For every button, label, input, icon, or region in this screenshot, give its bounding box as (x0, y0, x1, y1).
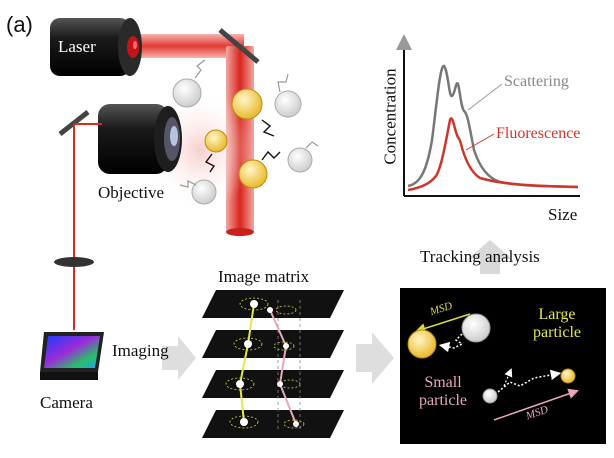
frame-sub-t0: 0 (324, 301, 330, 312)
objective-lens (98, 104, 182, 174)
size-distribution-chart (396, 34, 580, 197)
imaging-arrow (162, 336, 196, 380)
image-matrix (202, 290, 344, 438)
mirror-top (218, 28, 260, 64)
tube-lens (54, 257, 94, 267)
sample-particles (172, 59, 319, 205)
laser-label: Laser (58, 37, 96, 56)
chart-x-label: Size (548, 205, 578, 224)
track-large-particle (238, 303, 255, 423)
image-matrix-label: Image matrix (218, 267, 310, 286)
frame-label-t2: t2 (312, 373, 322, 392)
frame-label-t3: t3 (308, 413, 318, 432)
msd-arrow-large (414, 313, 471, 334)
legend-leader-fluorescence (465, 133, 495, 151)
analysis-arrow (356, 332, 394, 384)
large-particle-label: Large particle (533, 306, 581, 342)
frame-label-t1: t1 (316, 333, 326, 352)
frame-sub-t3: 3 (312, 421, 318, 432)
panel-label: (a) (6, 12, 33, 37)
objective-label: Objective (98, 183, 165, 202)
camera-label: Camera (40, 393, 93, 412)
msd-panel (400, 288, 606, 444)
series-fluorescence-line (407, 117, 579, 192)
tracking-arrow (468, 240, 512, 274)
beam-end (226, 228, 254, 236)
frame-sub-t2: 2 (316, 381, 322, 392)
legend-fluorescence: Fluorescence (496, 125, 581, 142)
chart-y-label: Concentration (380, 68, 400, 165)
msd-arrow-small (493, 388, 579, 421)
small-particle-label: Small particle (419, 374, 467, 410)
camera-sensor (40, 332, 104, 380)
track-small-particle (269, 309, 297, 425)
legend-leader-scattering (467, 83, 503, 111)
tracking-analysis-label: Tracking analysis (420, 247, 540, 266)
imaging-label: Imaging (112, 341, 169, 360)
series-scattering-line (407, 64, 579, 189)
laser-source (50, 18, 142, 76)
legend-scattering: Scattering (504, 73, 569, 90)
frame-label-t0: t0 (320, 293, 330, 312)
frame-sub-t1: 1 (320, 341, 326, 352)
